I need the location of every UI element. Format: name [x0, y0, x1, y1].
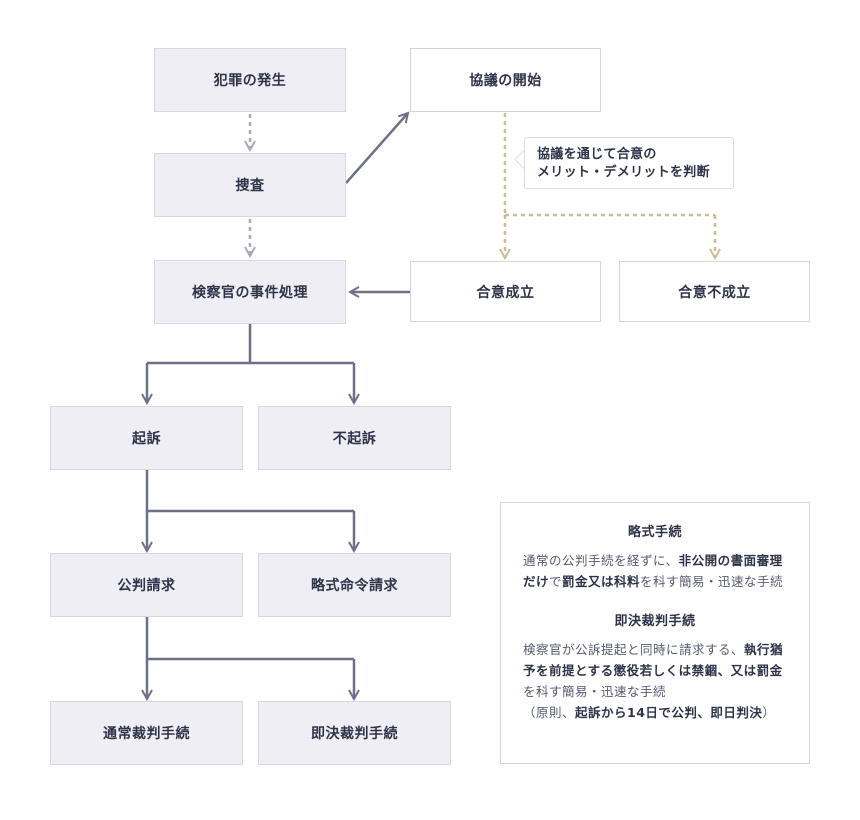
box-regular-trial-label: 通常裁判手続: [103, 726, 190, 742]
info-expedited-text-1: 検察官が公訴提起と同時に請求する、: [523, 642, 745, 657]
arrow-negotiation-split: [503, 113, 715, 217]
box-public-trial-request-label: 公判請求: [117, 578, 176, 594]
info-expedited-bold-2: 起訴から14日で公判、即日判決: [575, 705, 763, 720]
info-summary-text-2: で: [549, 574, 563, 589]
arrow-indictment-split: [145, 469, 354, 513]
note-bubble: 協議を通じて合意の メリット・デメリットを判断: [524, 137, 734, 189]
box-negotiation-start: 協議の開始: [410, 48, 601, 112]
note-line-2: メリット・デメリットを判断: [537, 165, 710, 180]
box-summary-order-request-label: 略式命令請求: [311, 578, 398, 594]
box-agreement-failed-label: 合意不成立: [678, 284, 751, 301]
box-prosecutor-disposition-label: 検察官の事件処理: [192, 285, 308, 301]
box-crime-label: 犯罪の発生: [213, 73, 287, 89]
box-indictment-label: 起訴: [132, 431, 161, 447]
box-crime: 犯罪の発生: [154, 48, 346, 112]
info-expedited-desc: 検察官が公訴提起と同時に請求する、執行猶予を前提とする懲役若しくは禁錮、又は罰金…: [523, 639, 787, 723]
box-summary-order-request: 略式命令請求: [258, 553, 451, 617]
box-agreement-failed: 合意不成立: [619, 261, 810, 322]
box-investigation-label: 捜査: [235, 178, 265, 194]
box-prosecutor-disposition: 検察官の事件処理: [154, 260, 346, 324]
info-expedited-bold-1: 執行猶予を前提とする懲役若しくは禁錮、又は罰金: [523, 642, 784, 678]
box-agreement-reached: 合意成立: [410, 261, 601, 322]
arrow-public-trial-split: [145, 617, 354, 661]
info-expedited-text-2: を科す簡易・迅速な手続: [523, 684, 667, 699]
box-negotiation-start-label: 協議の開始: [469, 73, 542, 89]
info-summary-text-3: を科す簡易・迅速な手続: [640, 574, 784, 589]
info-expedited-text-4: ）: [762, 705, 776, 720]
info-summary-desc: 通常の公判手続を経ずに、非公開の書面審理だけで罰金又は科料を科す簡易・迅速な手続: [523, 550, 787, 592]
box-investigation: 捜査: [154, 153, 346, 217]
info-summary-title: 略式手続: [627, 525, 682, 540]
arrow-prosecutor-split: [147, 322, 354, 365]
box-regular-trial: 通常裁判手続: [50, 701, 243, 765]
box-non-indictment-label: 不起訴: [332, 431, 377, 447]
info-panel: 略式手続 通常の公判手続を経ずに、非公開の書面審理だけで罰金又は科料を科す簡易・…: [500, 502, 810, 764]
box-agreement-reached-label: 合意成立: [476, 284, 535, 301]
info-expedited-title: 即決裁判手続: [614, 614, 696, 629]
arrow-investigation-to-negotiation: [345, 113, 408, 184]
box-public-trial-request: 公判請求: [50, 553, 243, 617]
box-expedited-trial-label: 即決裁判手続: [311, 726, 398, 742]
box-expedited-trial: 即決裁判手続: [258, 701, 451, 765]
box-indictment: 起訴: [50, 406, 243, 470]
info-summary-bold-1: 非公開の書面審理だけ: [523, 553, 783, 589]
info-expedited-text-3: （原則、: [523, 705, 576, 720]
box-non-indictment: 不起訴: [258, 406, 451, 470]
info-summary-text-1: 通常の公判手続を経ずに、: [523, 553, 679, 568]
note-line-1: 協議を通じて合意の: [537, 147, 657, 162]
info-summary-bold-2: 罰金又は科料: [562, 574, 641, 589]
